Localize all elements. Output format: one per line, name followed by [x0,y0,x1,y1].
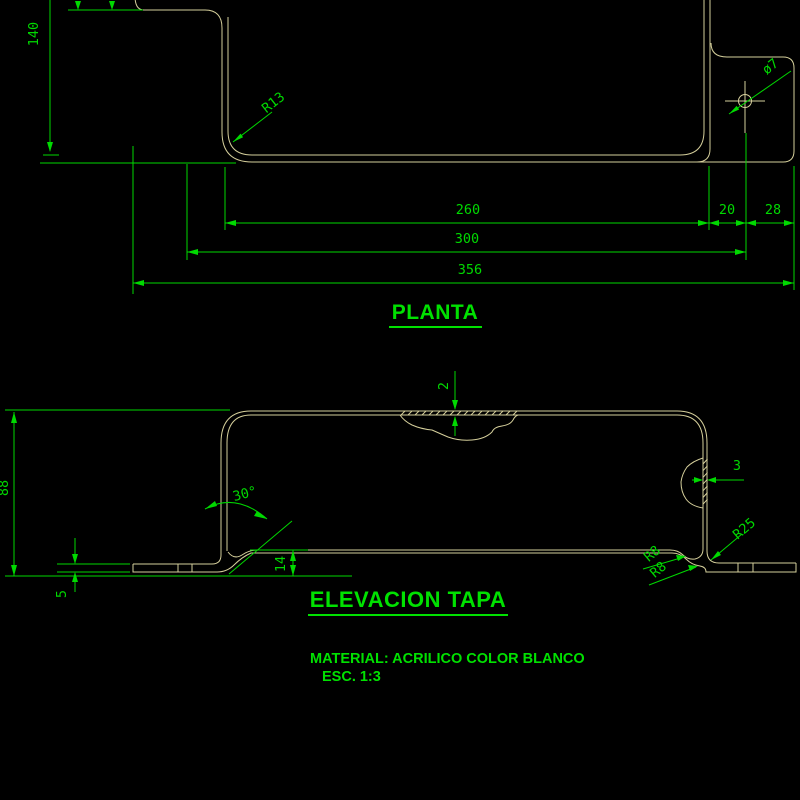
dim-inner-width: 260 [225,202,709,226]
grip-recess-outline [399,414,519,441]
plan-dimensions: 140 260 20 [26,0,795,294]
material-note: MATERIAL: ACRILICO COLOR BLANCO [310,651,585,667]
dim-mid-width: 300 [187,231,746,255]
plan-right-wall-outer [696,0,711,163]
dim-hole-offset: 20 [709,202,746,226]
dim-hole-offset-value: 20 [719,202,735,218]
plan-inner-profile [227,0,705,156]
wall-hatch [702,458,708,505]
dim-mid-width-value: 300 [455,231,479,247]
label-corner-radius: R13 [232,89,288,143]
scale-note: ESC. 1:3 [322,669,381,685]
plan-outer-profile [134,0,795,163]
dim-flange-thickness: 5 [54,538,130,598]
plan-title: PLANTA [392,301,479,324]
dim-total-height-value: 88 [0,480,12,496]
dim-foot-height-value: 14 [273,556,289,572]
elev-bottom-edge [227,548,704,560]
dim-plan-height-value: 140 [26,22,42,46]
dim-bend-angle-value: 30° [231,483,259,505]
plan-part-outline [134,0,795,163]
dim-top-thickness: 2 [436,371,458,436]
elev-outer-profile [133,410,796,565]
label-radius-r25: R25 [710,515,759,561]
dim-tab-width: 28 [746,202,794,226]
label-hole-diameter: ø7 [728,56,792,115]
dim-wall-thickness-value: 3 [733,458,741,474]
dim-total-width: 356 [133,262,794,286]
dim-wall-thickness: 3 [692,458,744,483]
label-radius-r25-value: R25 [730,515,759,543]
dim-plan-height: 140 [26,0,236,164]
dim-foot-height: 14 [250,549,308,576]
elev-inner-profile [226,414,704,551]
dim-top-thickness-value: 2 [436,382,452,390]
hole-crosshair [725,81,765,133]
wall-section-blob [680,457,704,509]
label-corner-radius-value: R13 [259,89,288,117]
elevation-part-outline [132,410,797,573]
elev-lower-profile [132,552,797,573]
drawing-notes: MATERIAL: ACRILICO COLOR BLANCO ESC. 1:3 [310,651,585,685]
dim-total-width-value: 356 [458,262,482,278]
foot-tick-marks [177,563,754,572]
label-hole-diameter-value: ø7 [759,56,782,79]
dim-inner-width-value: 260 [456,202,480,218]
plan-view: 140 260 20 [26,0,795,328]
dim-total-height: 88 [0,409,352,577]
elevation-title: ELEVACION TAPA [310,587,506,612]
elevation-view: 88 5 14 30° [0,371,797,616]
plan-top-extension [68,1,143,11]
dim-tab-width-value: 28 [765,202,781,218]
dim-bend-angle: 30° [204,483,293,575]
top-edge-hatch [400,410,518,416]
plan-extension-lines [132,133,795,294]
elevation-dimensions: 88 5 14 30° [0,371,759,598]
dim-flange-thickness-value: 5 [54,590,70,598]
